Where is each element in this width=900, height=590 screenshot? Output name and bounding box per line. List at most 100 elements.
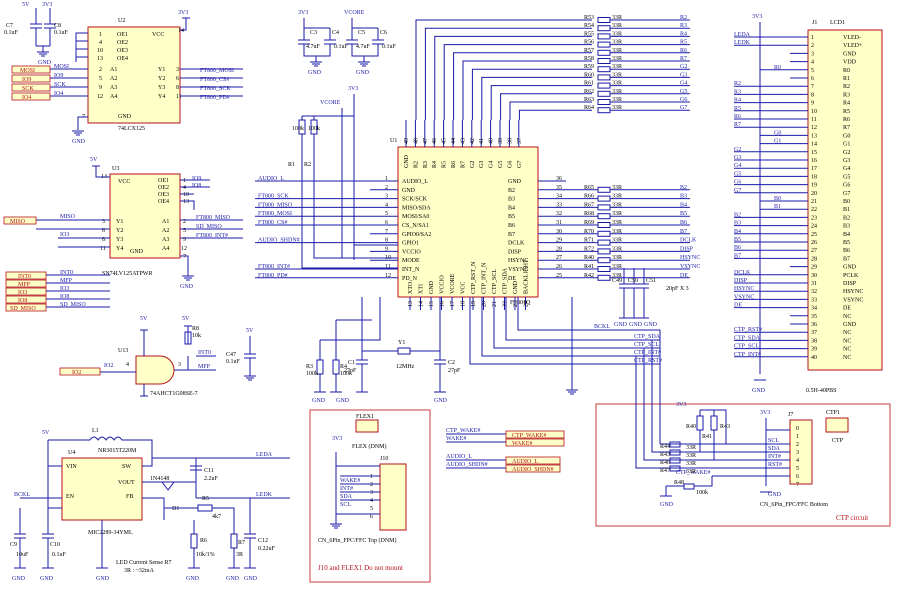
top-res-val: 33R: [612, 31, 622, 37]
ctp-ports[interactable]: CTP_WAKE# WAKE#: [505, 430, 565, 447]
svg-text:3R: 3R: [236, 552, 243, 558]
u1-right-pin-number: 25: [556, 273, 562, 279]
u3-buffer[interactable]: U3 SN74LV125ATPWR VCC GND OE1 OE2 OE3 OE…: [100, 166, 189, 277]
svg-text:OE2: OE2: [158, 185, 169, 191]
lcd-pin-number: 27: [811, 248, 817, 254]
svg-text:Y3: Y3: [116, 237, 123, 243]
svg-text:8: 8: [176, 85, 179, 91]
svg-text:1: 1: [99, 32, 102, 38]
svg-text:GND: GND: [40, 576, 54, 582]
u2-input-ports[interactable]: MOSI IO9 SCK IO4: [11, 65, 51, 101]
u2-buffer[interactable]: U2 74LCX125 VCC GND A1 A2 A3 A4 OE1 OE2 …: [82, 18, 184, 132]
top-res-ref: R60: [584, 72, 594, 78]
lcd-pin-name: NC: [843, 355, 851, 361]
svg-text:FT800_MOSI: FT800_MOSI: [200, 68, 234, 74]
svg-text:0.1uF: 0.1uF: [226, 359, 241, 365]
lcd-net-label: LEDK: [734, 40, 751, 46]
svg-text:VIN: VIN: [66, 464, 77, 470]
svg-text:C2: C2: [448, 360, 455, 366]
u1-left-pin-number: 12: [385, 273, 391, 279]
u13-and-gate[interactable]: U13 74AHCT1G08SE-7 4 3: [118, 348, 198, 397]
u1-left-net-label: FT800_MOSI: [258, 211, 292, 217]
svg-text:LED Current Sense R7: LED Current Sense R7: [116, 560, 172, 566]
lcd-pin-number: 5: [811, 68, 814, 74]
svg-text:GND: GND: [660, 502, 674, 508]
miso-port[interactable]: [3, 216, 37, 225]
u2-part: 74LCX125: [118, 126, 145, 132]
lcd-pin-number: 33: [811, 297, 817, 303]
right-res-ref: R40: [584, 255, 594, 261]
lcd-net-label: B7: [734, 253, 741, 259]
lcd-pin-name: B4: [843, 232, 850, 238]
u1-top-pin-name: G2: [470, 161, 476, 168]
svg-text:MIC2289-34YML: MIC2289-34YML: [88, 530, 133, 536]
svg-text:C9: C9: [10, 542, 17, 548]
top-res-val: 33R: [612, 97, 622, 103]
svg-text:5V: 5V: [140, 316, 148, 322]
lcd-pin-name: VLED+: [843, 43, 863, 49]
io2-port[interactable]: [59, 367, 101, 376]
svg-text:100k: 100k: [292, 126, 304, 132]
lcd-tie-label: B0: [774, 196, 781, 202]
right-res-net: DISP: [680, 246, 694, 252]
top-res-wire: [424, 27, 592, 120]
u1-left-pin-name: GPIO0/SA2: [402, 232, 431, 238]
top-res-net: G5: [680, 89, 687, 95]
svg-text:C7: C7: [6, 23, 13, 29]
lcd-pin-name: PCLK: [843, 273, 859, 279]
top-res-val: 33R: [612, 56, 622, 62]
svg-text:WAKE#: WAKE#: [340, 478, 360, 484]
top-res-val: 33R: [612, 48, 622, 54]
u1-top-pin-number: 40: [489, 138, 495, 144]
u1-top-pin-number: 38: [507, 138, 513, 144]
right-res-ref: R70: [584, 229, 594, 235]
right-res-ref: R72: [584, 246, 594, 252]
svg-text:13: 13: [183, 199, 189, 205]
svg-text:5V: 5V: [182, 316, 190, 322]
lcd-pin-number: 23: [811, 215, 817, 221]
right-res-val: 33R: [612, 229, 622, 235]
top-res-body: [597, 90, 611, 97]
lcd-net-label: G3: [734, 155, 741, 161]
lcd-pin-name: NC: [843, 314, 851, 320]
svg-text:A3: A3: [110, 85, 117, 91]
svg-text:GND: GND: [180, 284, 194, 290]
right-res-net: B2: [680, 185, 687, 191]
audio-ports[interactable]: AUDIO_L AUDIO_SHDN#: [505, 456, 561, 473]
left-port-stack[interactable]: INT0 MFP IO3 IO8 SD_MISO: [5, 271, 47, 312]
svg-text:R3: R3: [306, 364, 313, 370]
svg-text:MISO: MISO: [10, 219, 26, 225]
lcd-net-label: G4: [734, 163, 741, 169]
top-res-wire: [415, 19, 592, 120]
svg-text:5V: 5V: [22, 2, 30, 8]
u1-right-pin-number: 30: [556, 229, 562, 235]
svg-text:100k: 100k: [340, 371, 352, 377]
svg-text:MISO: MISO: [60, 214, 76, 220]
u1-bottom-pin-name: GND: [429, 280, 435, 294]
svg-text:GND: GND: [244, 576, 258, 582]
svg-text:LCD1: LCD1: [830, 20, 845, 26]
svg-text:A4: A4: [110, 94, 117, 100]
svg-text:0.1uF: 0.1uF: [4, 30, 19, 36]
j10-connector[interactable]: J10 CN_6Pin_FPC/FFC Top (DNM) 1 2 3 4 5 …: [318, 456, 407, 544]
crystal-y1[interactable]: Y1 12MHz: [396, 340, 415, 370]
svg-text:D1: D1: [172, 506, 179, 512]
u1-top-pin-name: G3: [479, 161, 485, 168]
u1-top-pin-name: GND: [404, 154, 410, 168]
right-res-val: 33R: [612, 264, 622, 270]
svg-text:3: 3: [176, 67, 179, 73]
ctp1-connector[interactable]: CTP1 CTP: [825, 410, 849, 444]
top-res-body: [597, 25, 611, 32]
svg-text:R44: R44: [660, 444, 670, 450]
u4-boost-regulator[interactable]: U4 MIC2289-34YML VIN SW VOUT EN FB: [61, 450, 143, 536]
lcd-pin-number: 34: [811, 306, 817, 312]
flex1-connector[interactable]: FLEX1 FLEX (DNM): [352, 414, 387, 450]
svg-text:4: 4: [126, 362, 129, 368]
svg-text:J10 and FLEX1 Do not mount: J10 and FLEX1 Do not mount: [318, 564, 403, 572]
svg-text:EN: EN: [66, 494, 75, 500]
u1-right-pin-name: DCLK: [508, 241, 525, 247]
svg-text:OE2: OE2: [117, 40, 128, 46]
